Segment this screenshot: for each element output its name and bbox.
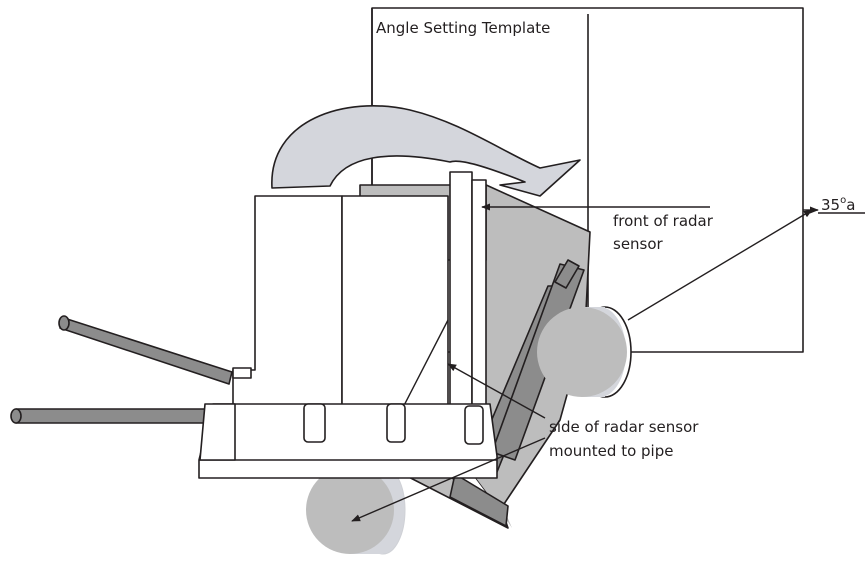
bottom-pipe-cylinder <box>306 465 406 555</box>
leader-lines <box>351 203 819 522</box>
front-label-line1: front of radar <box>613 212 714 230</box>
angle-degree: o <box>840 195 846 206</box>
right-pipe-cylinder <box>537 306 632 398</box>
angle-leader-arrow <box>627 209 813 321</box>
rotation-arrow <box>271 105 581 197</box>
sensor-housing <box>198 171 498 479</box>
left-arm-lower <box>10 408 206 424</box>
angle-value: 35 <box>821 196 840 214</box>
side-label-line1: side of radar sensor <box>549 418 699 436</box>
pipe-leader-arrow <box>351 437 546 522</box>
angle-suffix: a <box>846 196 855 214</box>
side-label-line2: mounted to pipe <box>549 442 673 460</box>
front-label-line2: sensor <box>613 235 664 253</box>
left-arm-upper <box>58 315 233 385</box>
svg-text:35oa: 35oa <box>821 195 855 214</box>
angle-label: 35oa <box>818 195 865 214</box>
side-leader-arrow <box>447 363 546 419</box>
template-label: Angle Setting Template <box>376 19 550 37</box>
